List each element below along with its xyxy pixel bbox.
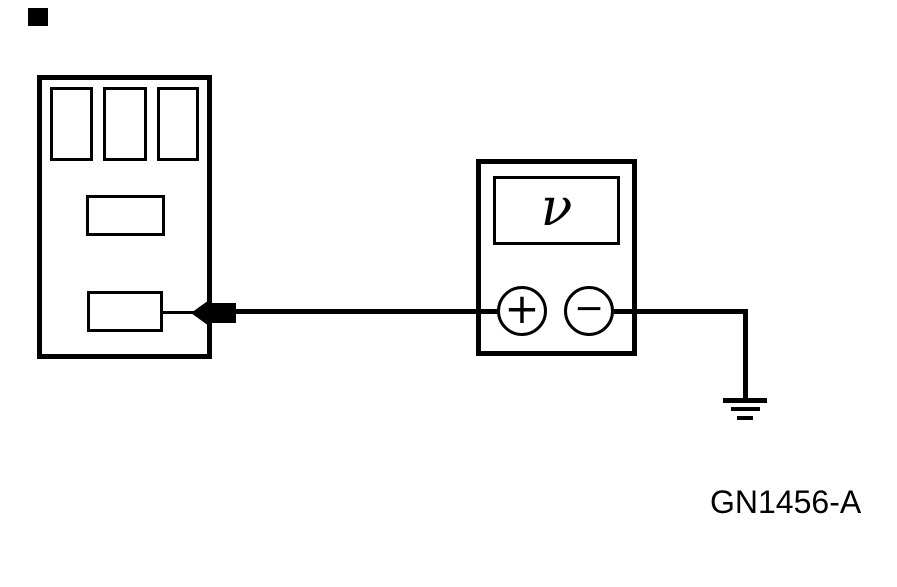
ground-bar-bottom xyxy=(737,416,753,420)
scan-mark xyxy=(28,8,48,26)
probe-plug-body xyxy=(209,303,236,323)
probe-lead-line xyxy=(163,311,209,314)
figure-id-label: GN1456-A xyxy=(710,484,862,520)
ground-symbol-icon xyxy=(723,398,767,420)
probe-arrowhead-icon xyxy=(191,300,209,326)
connector-slot-1 xyxy=(50,87,93,161)
connector-slot-3 xyxy=(157,87,199,161)
voltmeter-negative-terminal: − xyxy=(564,286,614,336)
voltmeter-display: ν xyxy=(493,176,620,245)
voltmeter-positive-terminal: + xyxy=(497,286,547,336)
wire-negative-horizontal xyxy=(614,309,748,314)
connector-slot-2 xyxy=(103,87,147,161)
minus-icon: − xyxy=(573,288,605,329)
connector-cavity-middle xyxy=(86,195,165,236)
plus-icon: + xyxy=(504,284,540,333)
ground-bar-top xyxy=(723,398,767,403)
ground-bar-middle xyxy=(731,407,760,411)
voltmeter-volts-symbol: ν xyxy=(540,177,573,238)
wire-probe-to-positive xyxy=(236,309,497,314)
component-connector-box xyxy=(37,75,212,359)
voltmeter: ν + − xyxy=(476,159,637,356)
connector-cavity-terminal xyxy=(87,291,163,332)
wire-negative-vertical xyxy=(743,309,748,398)
